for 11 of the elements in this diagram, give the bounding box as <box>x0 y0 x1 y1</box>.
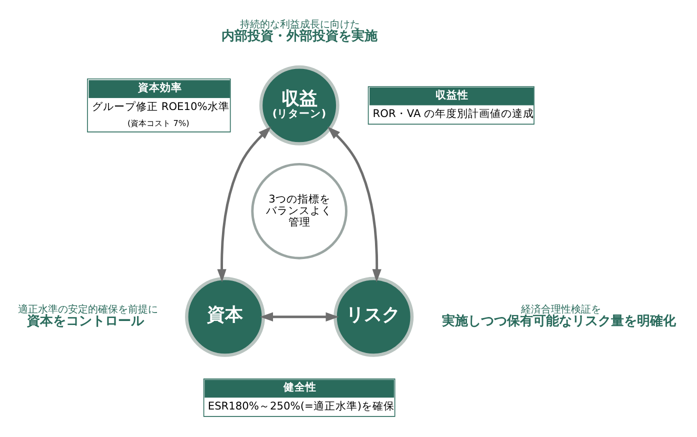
arrow <box>327 126 382 282</box>
node-label: 資本をコントロール <box>27 314 144 329</box>
arrow <box>260 312 339 322</box>
node-circle: 資本 <box>185 276 266 357</box>
node-label: 実施しつつ保有可能なリスク量を明確化 <box>442 314 676 329</box>
node-label: 適正水準の安定的確保を前提に <box>18 304 158 316</box>
node-circle: 3つの指標をバランスよく管理 <box>251 162 348 260</box>
node-label: 内部投資・外部投資を実施 <box>222 28 378 44</box>
node-circle: リスク <box>334 276 414 357</box>
arrow <box>217 126 272 282</box>
node-label: 経済合理性検証を <box>520 304 601 316</box>
